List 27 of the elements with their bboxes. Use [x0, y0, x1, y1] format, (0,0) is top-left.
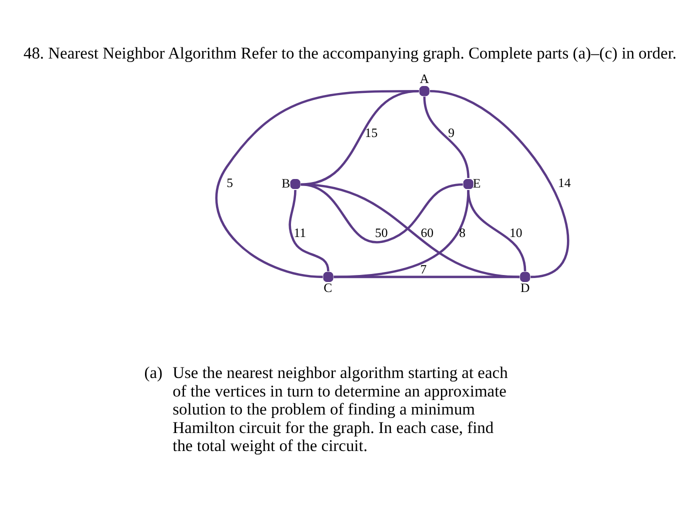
connector	[334, 189, 470, 278]
edge-label: 11	[294, 225, 306, 240]
connector	[430, 89, 569, 278]
connector	[300, 89, 420, 186]
connector	[288, 189, 330, 272]
node-label: B	[282, 176, 290, 190]
label: (a)	[144, 362, 163, 382]
node-label: A	[420, 72, 430, 86]
connector	[423, 96, 470, 178]
edge-label: 9	[448, 126, 455, 140]
label: Use the nearest neighbor algorithm starting at each of the vertices in turn to determine an approximate solution to the problem of finding a minimum Hamilton circuit for the graph. In each case, find the total weight of the circuit.	[172, 362, 508, 455]
connector	[300, 182, 520, 278]
edge-label: 60	[420, 225, 434, 240]
connector	[467, 189, 526, 272]
edge-label: 5	[226, 175, 234, 190]
edge-label: 7	[420, 262, 427, 276]
connector	[300, 182, 463, 243]
edge-label: 8	[459, 225, 466, 240]
node-label: E	[472, 176, 481, 190]
connector	[216, 89, 419, 278]
edge-label: 10	[510, 225, 522, 240]
edge-label: 50	[374, 225, 388, 240]
diagram-title: 48. Nearest Neighbor Algorithm Refer to the accompanying graph. Complete parts (a)–(c) in order.	[23, 43, 677, 62]
edge-label: 15	[364, 126, 378, 140]
node-label: C	[324, 280, 332, 294]
edge-label: 14	[558, 175, 571, 190]
node-label: D	[520, 280, 530, 294]
